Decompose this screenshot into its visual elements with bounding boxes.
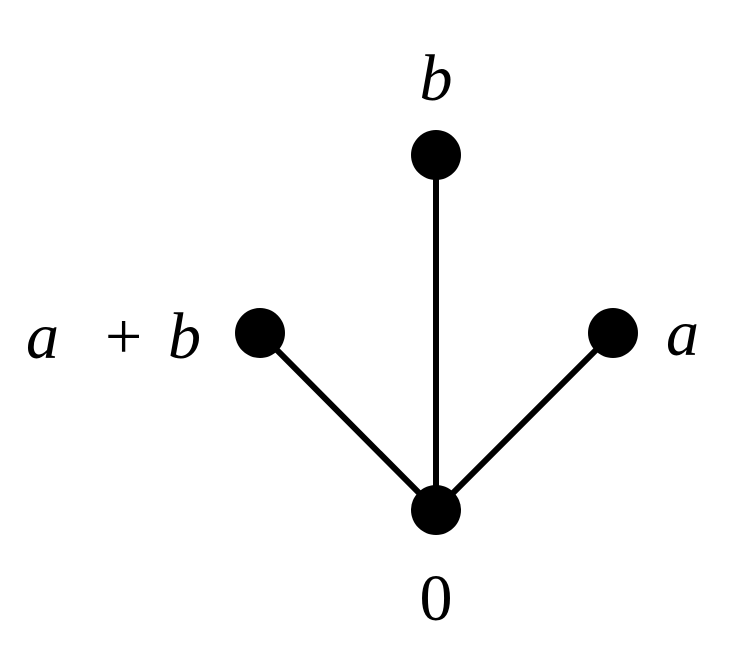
label-zero: 0 xyxy=(420,562,453,635)
node-b xyxy=(411,130,461,180)
label-a-plus-b-operator: + xyxy=(105,300,142,373)
node-zero xyxy=(411,485,461,535)
node-a-plus-b xyxy=(235,308,285,358)
edge-zero-to-a xyxy=(433,330,616,513)
label-a-plus-b: a + b xyxy=(26,300,201,373)
edge-zero-to-a-plus-b xyxy=(257,330,439,513)
label-a: a xyxy=(666,297,699,370)
node-a xyxy=(588,308,638,358)
label-a-plus-b-right: b xyxy=(168,300,201,373)
label-a-plus-b-left: a xyxy=(26,300,59,373)
label-b: b xyxy=(420,42,453,115)
